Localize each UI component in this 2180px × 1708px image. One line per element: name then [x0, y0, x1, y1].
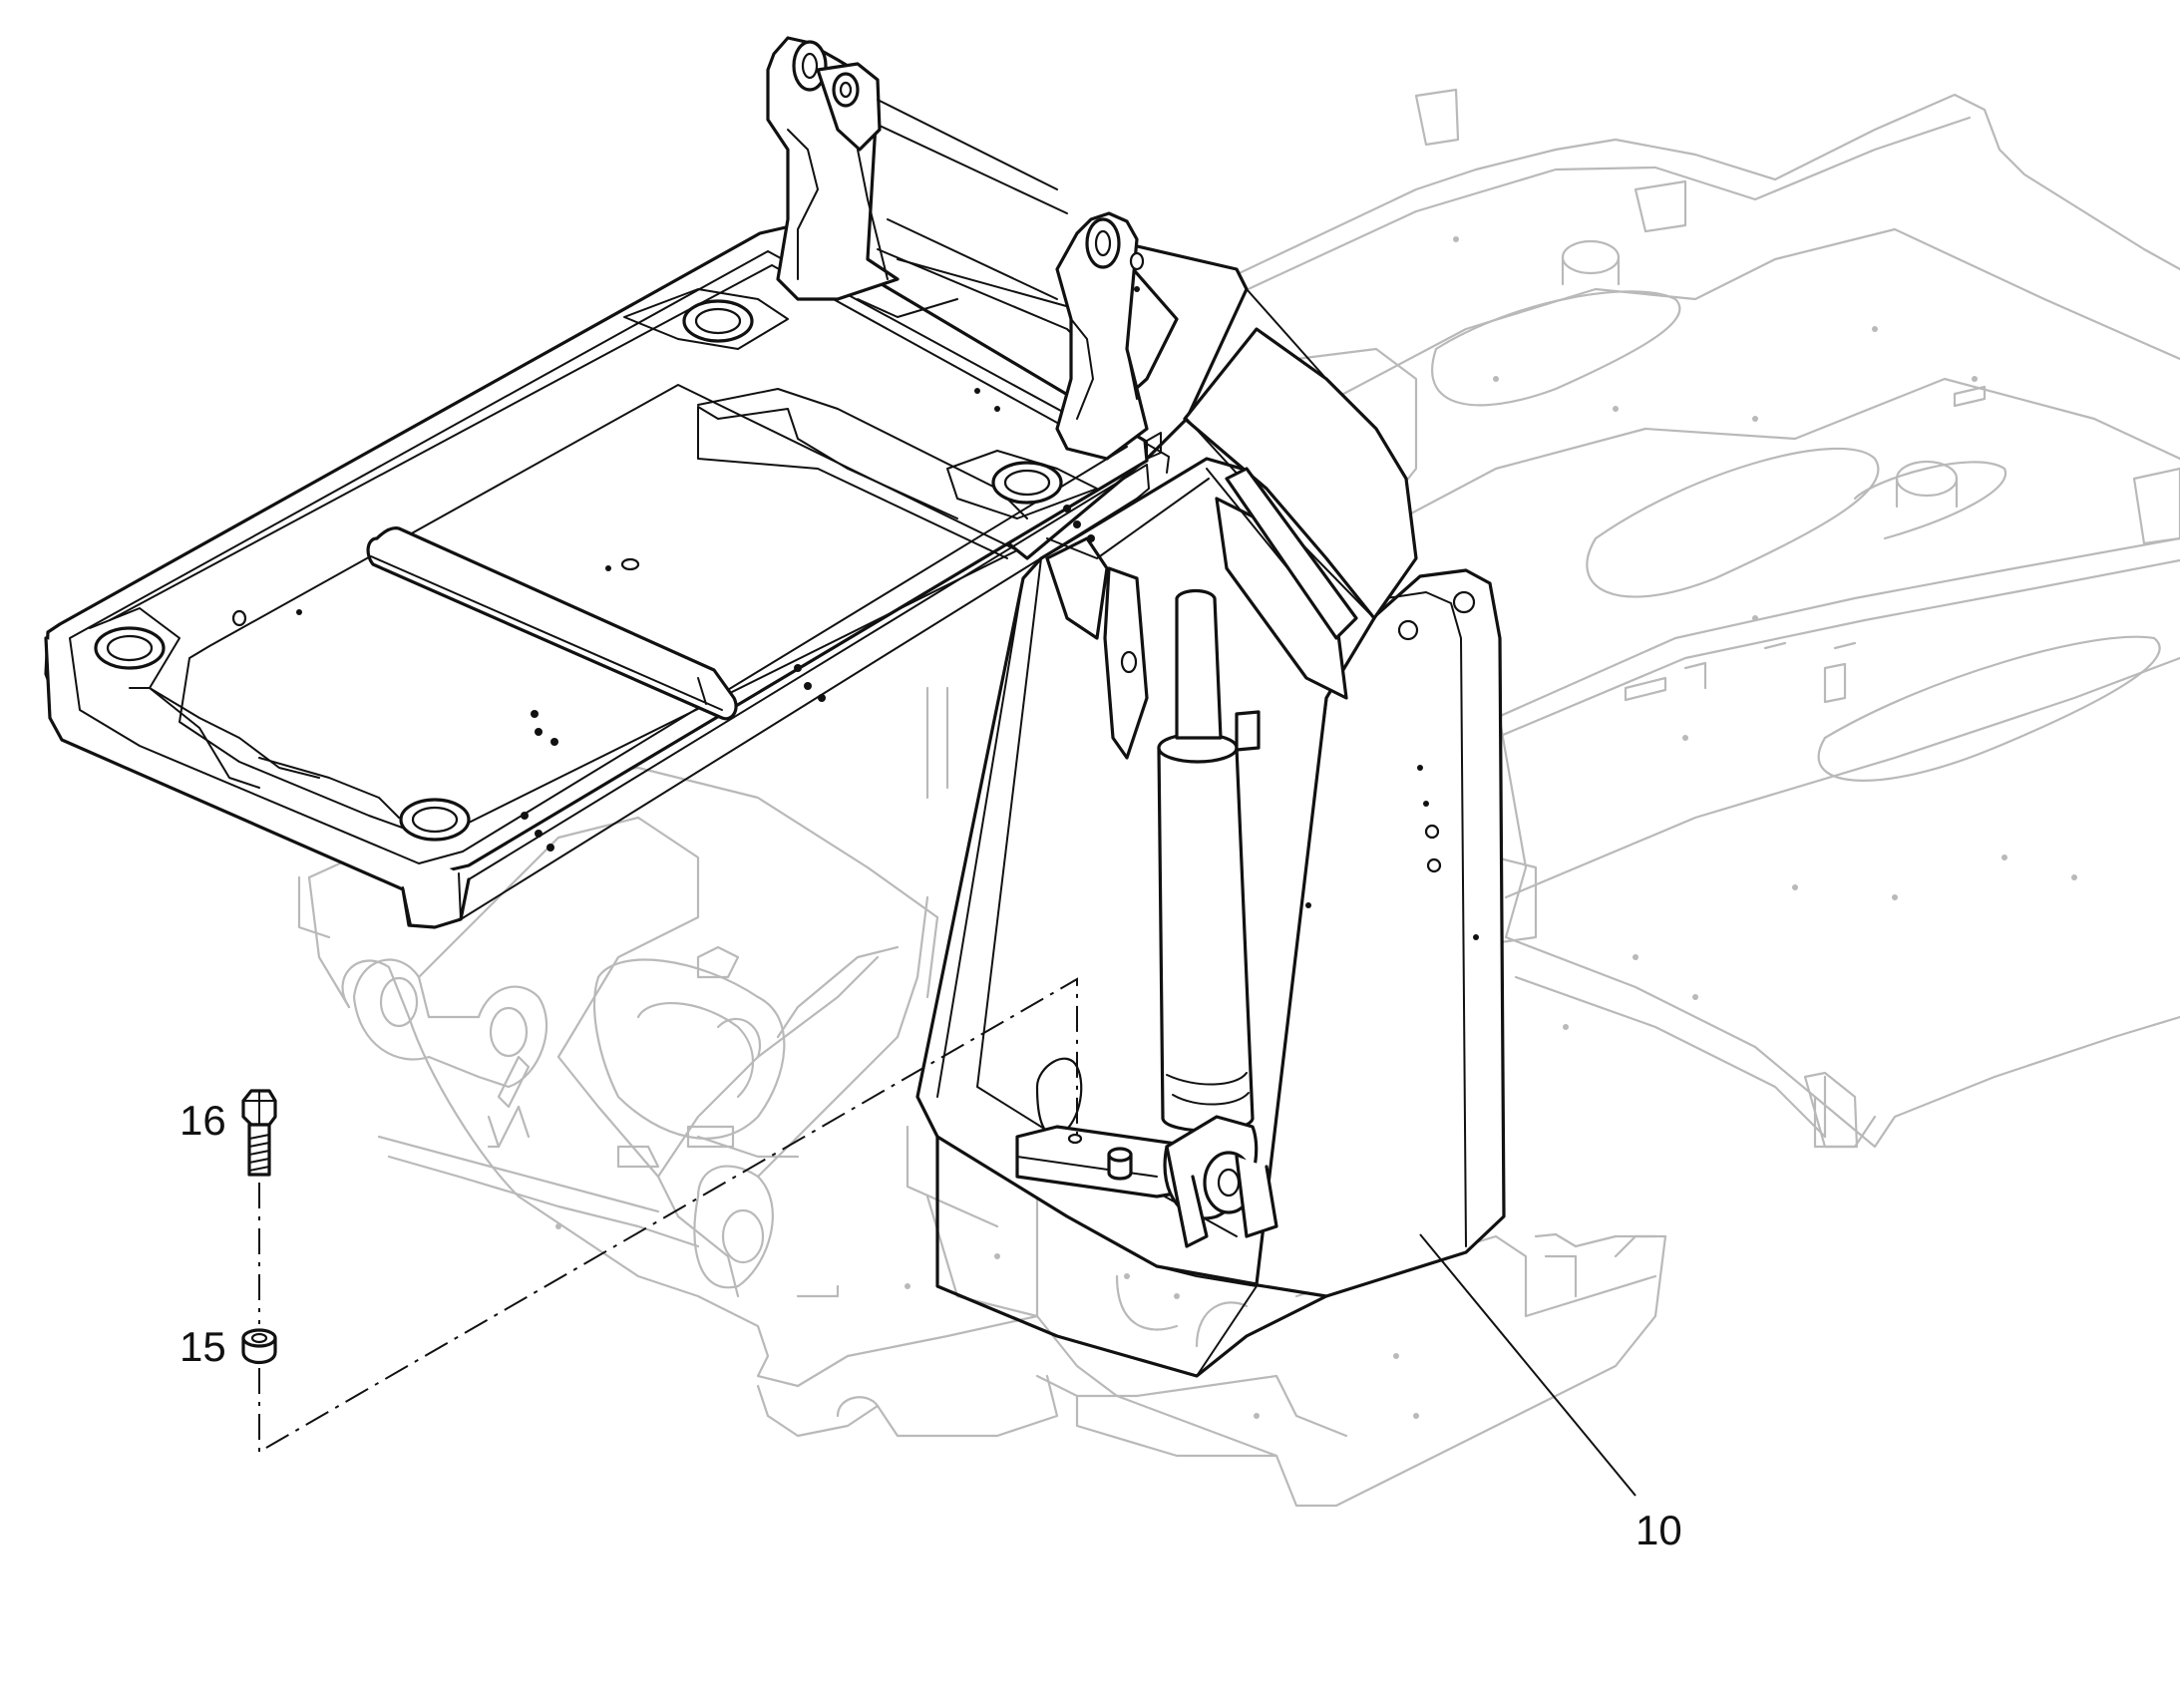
cross-tube [366, 526, 738, 721]
assembly-line [258, 977, 1078, 1454]
washer-15 [241, 1328, 277, 1365]
callout-16: 16 [180, 1097, 226, 1144]
ghost-chassis-frame [1225, 88, 2180, 1149]
hex-bolt-16 [241, 1089, 277, 1177]
right-pillar [1055, 211, 1149, 461]
hydraulic-cylinder [1157, 735, 1255, 1133]
leader-line-10 [1419, 1233, 1636, 1497]
cab-support-frame-assembly [44, 36, 1506, 1378]
ghost-lower-frame [297, 686, 1667, 1508]
callout-10: 10 [1635, 1507, 1682, 1553]
tower-front-plate [915, 457, 1376, 1286]
callout-15: 15 [180, 1323, 226, 1370]
